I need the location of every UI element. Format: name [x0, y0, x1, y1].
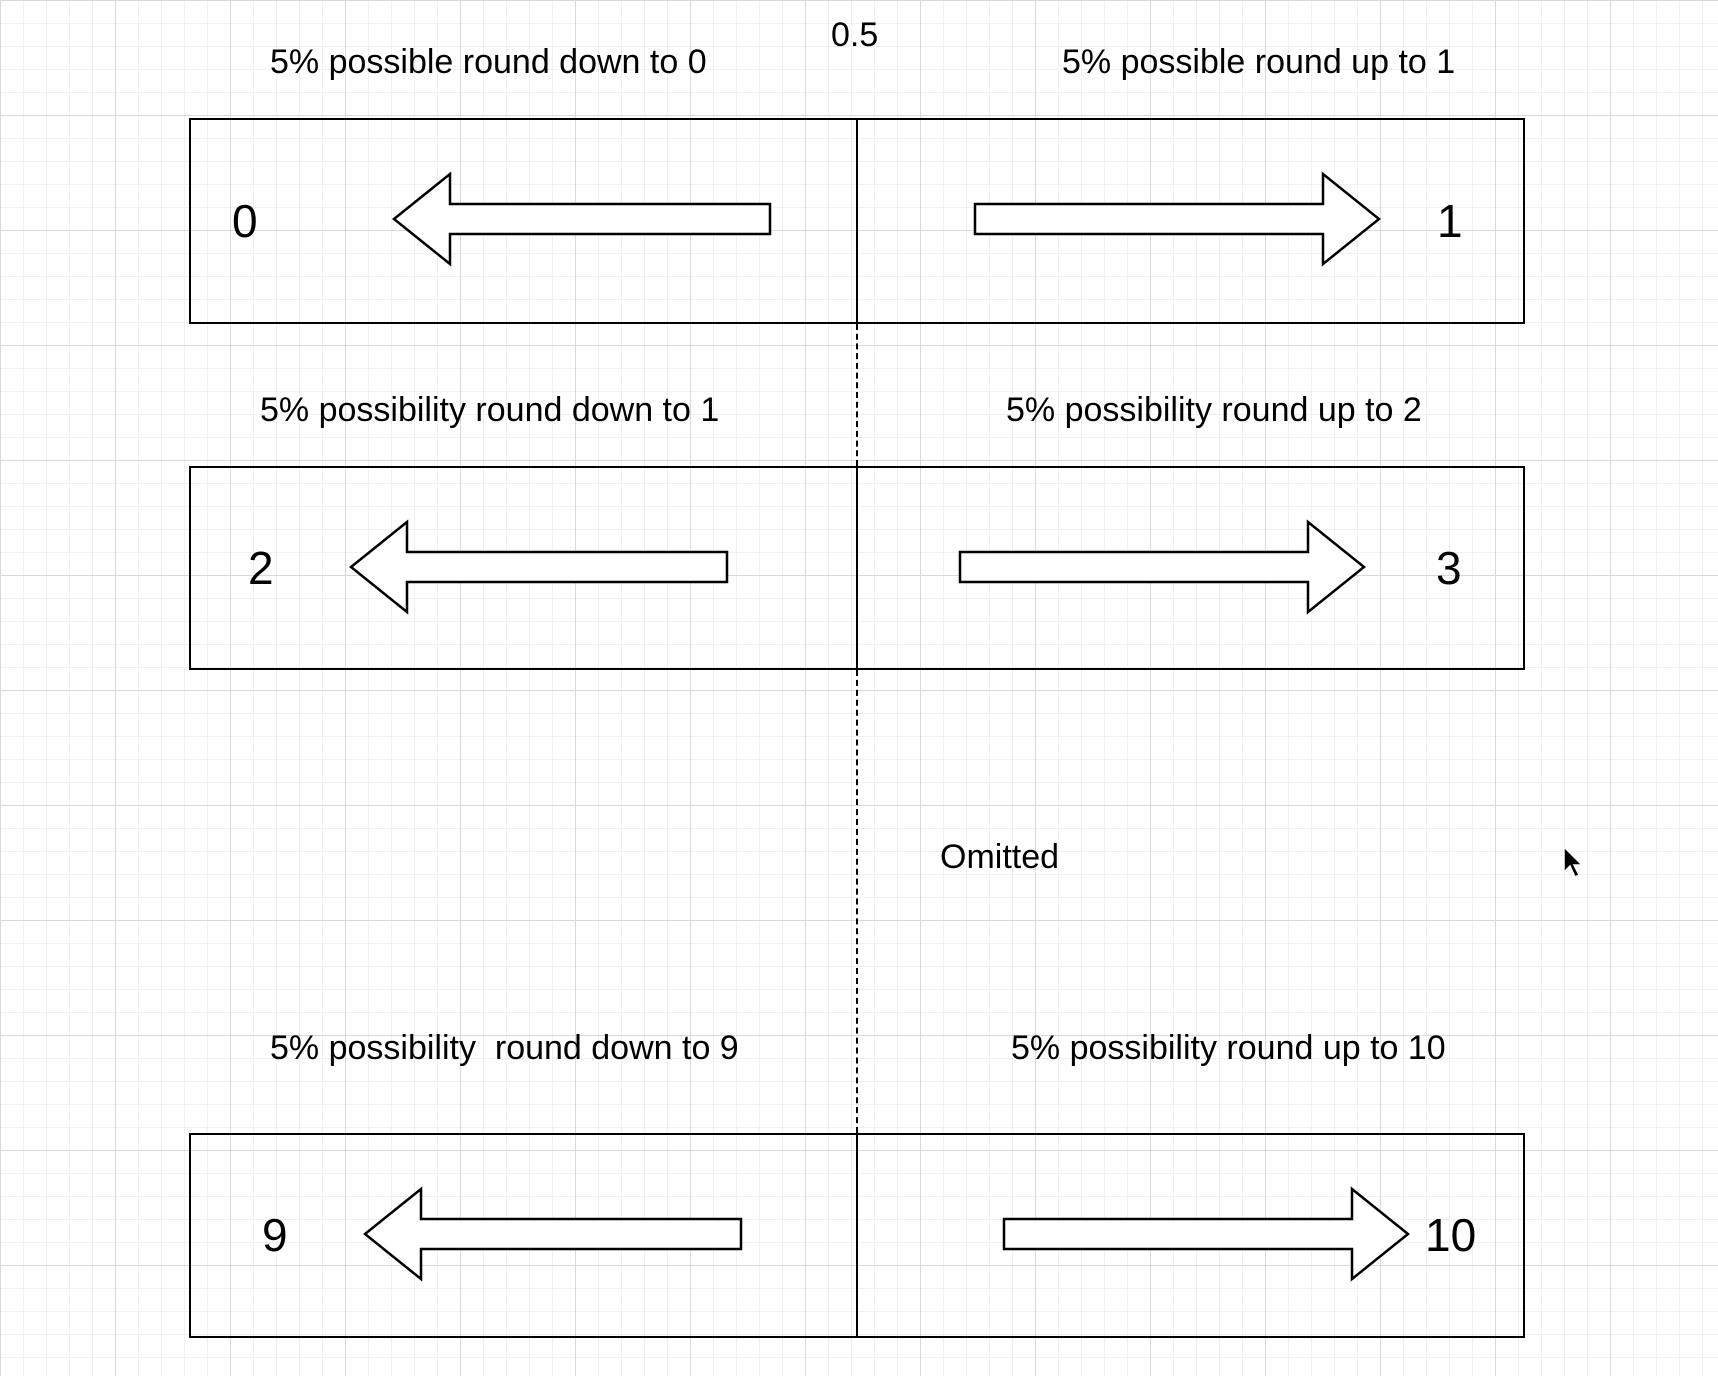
- row1-left-caption: 5% possible round down to 0: [270, 43, 707, 81]
- center-dashed-line-1: [856, 324, 858, 466]
- row1-right-caption: 5% possible round up to 1: [1062, 43, 1456, 81]
- row1-center-divider: [856, 118, 858, 324]
- row3-left-caption: 5% possibility round down to 9: [270, 1029, 739, 1067]
- row2-left-number: 2: [248, 542, 274, 594]
- center-value-label: 0.5: [831, 16, 879, 54]
- arrow-right-icon: [1002, 1186, 1410, 1282]
- center-dashed-line-2: [856, 670, 858, 1133]
- row3-left-number: 9: [262, 1209, 288, 1261]
- row1-left-number: 0: [232, 195, 258, 247]
- row2-left-caption: 5% possibility round down to 1: [260, 391, 720, 429]
- mouse-pointer-icon: [1563, 846, 1584, 879]
- row3-right-caption: 5% possibility round up to 10: [1011, 1029, 1446, 1067]
- omitted-label: Omitted: [940, 838, 1060, 876]
- arrow-left-icon: [363, 1186, 743, 1282]
- arrow-right-icon: [973, 171, 1381, 267]
- row3-center-divider: [856, 1133, 858, 1338]
- arrow-left-icon: [349, 519, 729, 615]
- row2-right-caption: 5% possibility round up to 2: [1006, 391, 1422, 429]
- row3-right-number: 10: [1425, 1209, 1477, 1261]
- row2-center-divider: [856, 466, 858, 670]
- arrow-right-icon: [958, 519, 1366, 615]
- row2-right-number: 3: [1436, 542, 1462, 594]
- row1-right-number: 1: [1437, 195, 1463, 247]
- arrow-left-icon: [392, 171, 772, 267]
